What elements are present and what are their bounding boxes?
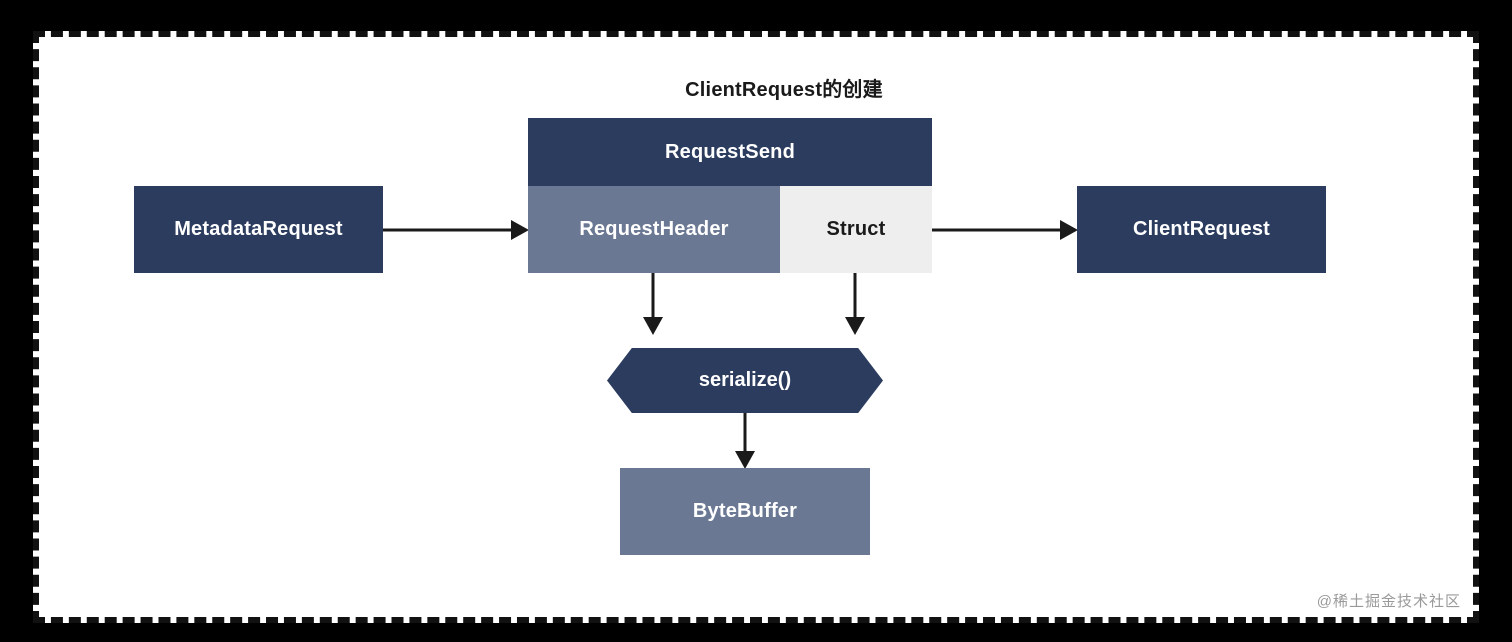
arrow-struct-to-serialize: [845, 273, 865, 335]
watermark: @稀土掘金技术社区: [1316, 593, 1461, 610]
node-client-request[interactable]: ClientRequest: [1077, 186, 1326, 273]
arrow-shaft: [853, 273, 857, 319]
diagram-title: ClientRequest的创建: [685, 79, 883, 101]
arrow-request-send-to-client-request: [932, 219, 1078, 241]
arrow-shaft: [383, 228, 513, 232]
node-byte-buffer[interactable]: ByteBuffer: [620, 468, 870, 555]
group-request-send: RequestSend RequestHeader Struct: [528, 118, 932, 273]
arrow-shaft: [651, 273, 655, 319]
node-metadata-request[interactable]: MetadataRequest: [134, 186, 383, 273]
arrow-head-icon: [735, 451, 755, 469]
diagram-canvas: ClientRequest的创建 MetadataRequest Request…: [39, 37, 1473, 617]
arrow-head-icon: [845, 317, 865, 335]
node-struct[interactable]: Struct: [780, 186, 932, 273]
node-request-header[interactable]: RequestHeader: [528, 186, 780, 273]
arrow-metadata-request-to-request-send: [383, 219, 529, 241]
arrow-head-icon: [1060, 220, 1078, 240]
arrow-shaft: [932, 228, 1062, 232]
node-serialize[interactable]: serialize(): [607, 348, 883, 413]
node-request-send[interactable]: RequestSend: [528, 118, 932, 186]
arrow-request-header-to-serialize: [643, 273, 663, 335]
arrow-shaft: [743, 413, 747, 453]
arrow-head-icon: [643, 317, 663, 335]
arrow-head-icon: [511, 220, 529, 240]
arrow-serialize-to-byte-buffer: [735, 413, 755, 469]
